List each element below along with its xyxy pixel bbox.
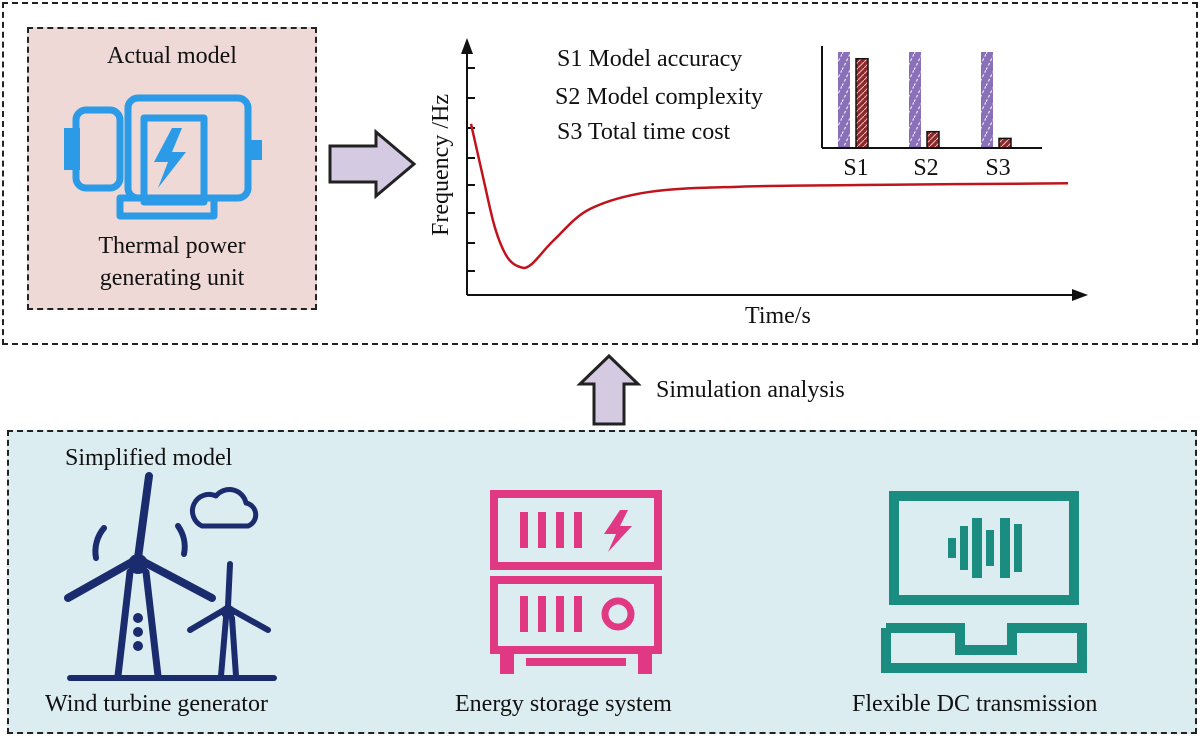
unit-label-line1: Thermal power — [98, 233, 246, 259]
thermal-generator-icon — [64, 94, 262, 220]
x-axis-arrowhead — [1072, 289, 1088, 301]
bar-s2-series-1 — [909, 52, 921, 148]
frequency-curve — [469, 123, 1069, 270]
unit-label-line2: generating unit — [99, 265, 245, 291]
metrics-bar-chart: S1 S2 S3 — [821, 46, 1042, 181]
wind-turbine-label: Wind turbine generator — [45, 691, 268, 717]
y-axis-arrowhead — [461, 38, 473, 54]
bar-category-s3: S3 — [985, 155, 1010, 181]
y-axis-ticks — [467, 67, 475, 272]
frequency-plot: Frequency /Hz — [428, 38, 1088, 301]
simulation-analysis-label: Simulation analysis — [656, 377, 845, 403]
legend-s3: S3 Total time cost — [557, 119, 731, 145]
flexible-dc-label: Flexible DC transmission — [852, 691, 1098, 717]
actual-model-title: Actual model — [107, 43, 237, 69]
legend-s1: S1 Model accuracy — [557, 46, 743, 72]
legend-s2: S2 Model complexity — [555, 84, 763, 110]
bar-s1-series-2 — [855, 57, 869, 149]
bar-category-s1: S1 — [843, 155, 868, 181]
bars-group — [838, 52, 1012, 149]
energy-storage-label: Energy storage system — [455, 691, 672, 717]
bottom-panel — [7, 430, 1197, 734]
simplified-model-title: Simplified model — [65, 445, 233, 471]
up-arrow — [576, 353, 642, 426]
energy-storage-icon — [490, 490, 662, 674]
bar-s1-series-1 — [838, 52, 850, 148]
x-axis-label: Time/s — [745, 303, 811, 329]
right-arrow — [328, 128, 417, 200]
bar-s3-series-1 — [981, 52, 993, 148]
y-axis-label: Frequency /Hz — [428, 94, 454, 236]
bar-s2-series-2 — [926, 130, 940, 149]
bar-s3-series-2 — [998, 137, 1012, 149]
wind-turbine-icon — [64, 472, 277, 681]
top-panel — [2, 2, 1198, 345]
bar-category-s2: S2 — [913, 155, 938, 181]
flexible-dc-icon — [881, 491, 1087, 673]
